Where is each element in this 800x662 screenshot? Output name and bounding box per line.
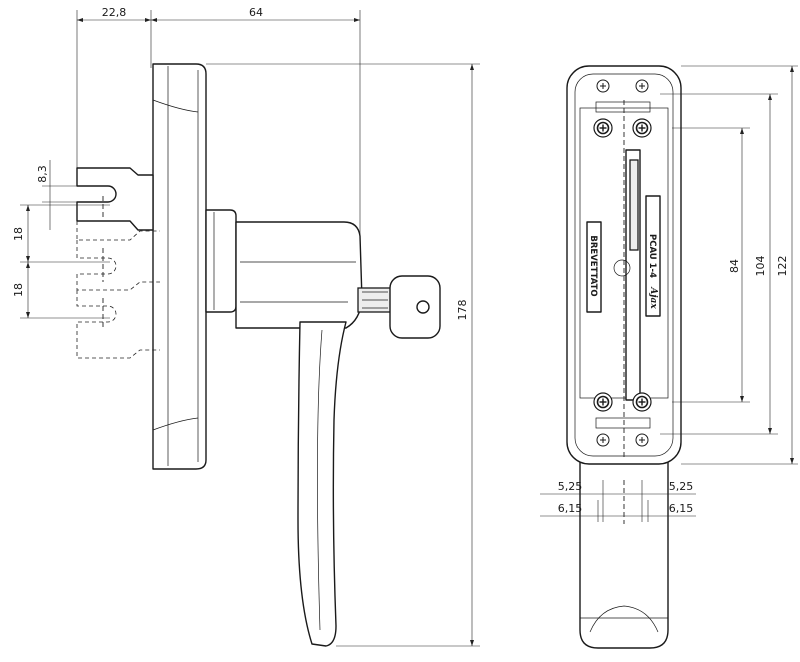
key xyxy=(357,275,441,339)
dim-screw-inner: 84 xyxy=(728,259,741,273)
rosette-collar xyxy=(205,209,237,313)
dim-slot-width: 8,3 xyxy=(36,165,49,183)
lever-arm xyxy=(297,321,347,647)
height-dimension-lines xyxy=(206,63,480,647)
right-dimension-lines xyxy=(660,65,798,465)
left-dimension-lines xyxy=(20,160,110,319)
dim-screw-mid: 104 xyxy=(754,256,767,277)
plate-label-patent: BREVETTATO xyxy=(588,235,598,296)
hidden-fork-lower xyxy=(76,290,160,359)
front-view: BREVETTATO PCAU 1-4 Ajax 84 104 122 xyxy=(540,65,798,649)
dim-total-height: 178 xyxy=(456,300,469,321)
side-view: 22,8 64 8,3 18 18 xyxy=(12,6,480,647)
hidden-fork-upper xyxy=(76,221,160,241)
lever-hub xyxy=(235,221,363,329)
dim-pitch-upper: 18 xyxy=(12,227,25,241)
left-label-slot xyxy=(586,221,602,313)
dim-right-lower: 6,15 xyxy=(669,502,694,515)
right-label-slot xyxy=(645,195,661,317)
hidden-fork-mid xyxy=(76,240,160,291)
dim-depth: 64 xyxy=(249,6,263,19)
dim-screw-outer: 122 xyxy=(776,256,789,277)
dim-left-lower: 6,15 xyxy=(558,502,583,515)
dim-depth-offset: 22,8 xyxy=(102,6,127,19)
brand-logo: Ajax xyxy=(648,286,658,309)
top-dimension-lines xyxy=(76,10,361,272)
spindle-fork xyxy=(76,167,154,231)
plate-label-model: PCAU 1-4 xyxy=(647,234,657,278)
bottom-dimension-lines xyxy=(540,480,696,524)
back-plate xyxy=(152,63,207,470)
dim-right-upper: 5,25 xyxy=(669,480,694,493)
front-lever xyxy=(579,454,669,649)
dim-pitch-lower: 18 xyxy=(12,283,25,297)
dim-left-upper: 5,25 xyxy=(558,480,583,493)
